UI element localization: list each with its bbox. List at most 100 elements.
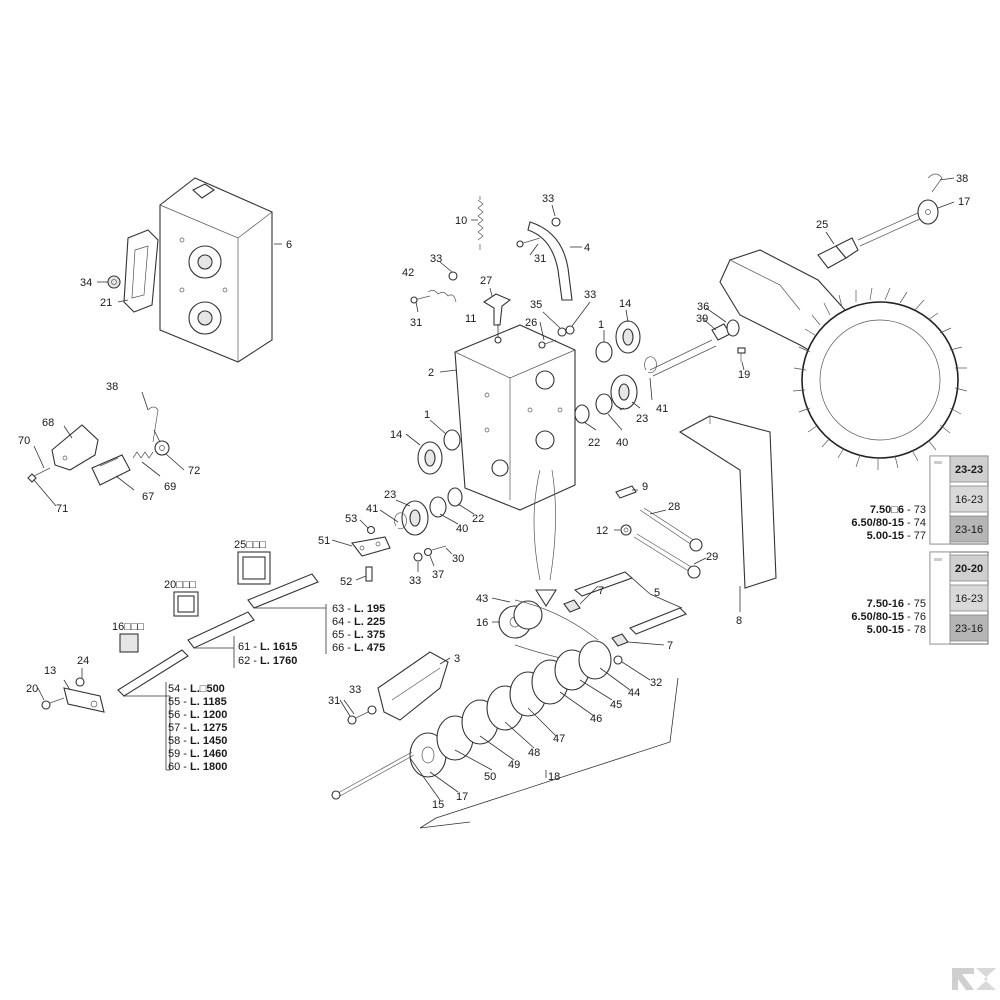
tire-b-size-1: 7.50-16 - 75 — [867, 598, 926, 610]
callout-5: 5 — [654, 587, 660, 599]
callout-53: 53 — [345, 513, 357, 525]
bracket-51 — [351, 536, 391, 557]
callout-27: 27 — [480, 275, 492, 287]
bracket-21 — [123, 229, 159, 313]
bolt-52 — [365, 566, 373, 582]
ring-40-lower — [429, 496, 447, 518]
arm-4 — [527, 221, 573, 301]
nut-24 — [75, 677, 85, 687]
callout-3: 3 — [454, 653, 460, 665]
length-row-63: 63 - L. 195 — [332, 603, 385, 615]
circlip-41-left — [394, 512, 407, 530]
callout-6: 6 — [286, 239, 292, 251]
callout-11: 11 — [465, 313, 476, 325]
nut-53 — [366, 525, 376, 535]
callout-7-lower: 7 — [667, 640, 673, 652]
callout-33-lower: 33 — [409, 575, 421, 587]
callout-17-axle: 17 — [958, 196, 970, 208]
spring-10 — [477, 196, 484, 250]
bolt-28 — [639, 507, 703, 552]
callout-34: 34 — [80, 277, 92, 289]
callout-12: 12 — [596, 525, 608, 537]
callout-14-right: 14 — [619, 298, 631, 310]
callout-1-right: 1 — [598, 319, 604, 331]
axle-shaft — [649, 339, 717, 377]
callout-50: 50 — [484, 771, 496, 783]
callout-29: 29 — [706, 551, 718, 563]
callout-18: 18 — [548, 771, 560, 783]
callout-70: 70 — [18, 435, 30, 447]
shaft-15 — [331, 751, 415, 800]
callout-1-left: 1 — [424, 409, 430, 421]
circlip-41-right — [644, 356, 657, 374]
bracket-3 — [377, 651, 449, 721]
tire-a-row-2: 23-16 — [955, 524, 983, 536]
bush-22-upper — [574, 404, 590, 424]
tire-a-row1-cell — [949, 485, 989, 513]
shield-8 — [678, 415, 777, 589]
callout-52: 52 — [340, 576, 352, 588]
callout-7-upper: 7 — [598, 585, 604, 597]
washer-36 — [726, 319, 740, 337]
callout-9: 9 — [642, 481, 648, 493]
callout-38-right: 38 — [956, 173, 968, 185]
callout-2: 2 — [428, 367, 434, 379]
tire-table-b: 20-20 16-23 23-16 7.50-16 - 75 6.50/80-1… — [851, 551, 989, 645]
sprocket-43 — [513, 600, 543, 630]
callout-49: 49 — [508, 759, 520, 771]
callout-46: 46 — [590, 713, 602, 725]
callout-68: 68 — [42, 417, 54, 429]
tire-a-row-1: 16-23 — [955, 494, 983, 506]
lengths-20-list: 61 - L. 1615 62 - L. 1760 — [238, 641, 297, 667]
washer-72 — [154, 440, 170, 456]
callout-labels: 6 34 21 10 4 31 33 33 42 31 27 11 35 33 … — [18, 173, 970, 811]
callout-41-right: 41 — [656, 403, 668, 415]
bearing-1-left — [443, 429, 461, 451]
callout-30: 30 — [452, 553, 464, 565]
callout-38-left: 38 — [106, 381, 118, 393]
bearing-23-lower — [401, 500, 429, 536]
callout-19: 19 — [738, 369, 750, 381]
callout-25-bar: 25□□□ — [234, 539, 267, 551]
tire-a-size-3: 5.00-15 - 77 — [867, 530, 926, 542]
tire-b-row-1: 16-23 — [955, 593, 983, 605]
gearbox-housing — [159, 177, 273, 363]
callout-22-lower: 22 — [472, 513, 484, 525]
tire-a-row2-cell — [949, 515, 989, 543]
knob-27 — [482, 293, 512, 326]
callout-40-upper: 40 — [616, 437, 628, 449]
bolt-31-bracket — [347, 705, 377, 725]
tire-b-size-2: 6.50/80-15 - 76 — [851, 611, 926, 623]
length-row-64: 64 - L. 225 — [332, 616, 385, 628]
callout-23-lower: 23 — [384, 489, 396, 501]
chain-path — [533, 469, 557, 608]
bearing-23-upper — [610, 374, 638, 410]
length-row-61: 61 - L. 1615 — [238, 641, 297, 653]
callout-41-left: 41 — [366, 503, 378, 515]
bush-22-lower — [447, 487, 463, 507]
callout-20-plate: 20 — [26, 683, 38, 695]
pin-38-right — [927, 173, 943, 193]
callout-47: 47 — [553, 733, 565, 745]
plate-13 — [63, 687, 105, 713]
frame-2 — [454, 324, 576, 511]
tire-b-header: 20-20 — [955, 563, 983, 575]
callout-14-left: 14 — [390, 429, 402, 441]
callout-16-bar: 16□□□ — [112, 621, 145, 633]
length-row-54: 54 - L.□500 — [168, 683, 225, 695]
callout-20-bar: 20□□□ — [164, 579, 197, 591]
callout-35: 35 — [530, 299, 542, 311]
callout-37: 37 — [432, 569, 444, 581]
callout-45: 45 — [610, 699, 622, 711]
callout-32: 32 — [650, 677, 662, 689]
washers-33-37-30 — [413, 545, 447, 562]
callout-28: 28 — [668, 501, 680, 513]
callout-24: 24 — [77, 655, 89, 667]
callout-43: 43 — [476, 593, 488, 605]
callout-72: 72 — [188, 465, 200, 477]
bar-stock-16 — [117, 633, 189, 697]
sprocket-cluster-18 — [409, 640, 623, 778]
callout-13: 13 — [44, 665, 56, 677]
tire-b-size-3: 5.00-15 - 78 — [867, 624, 926, 636]
callout-44: 44 — [628, 687, 640, 699]
